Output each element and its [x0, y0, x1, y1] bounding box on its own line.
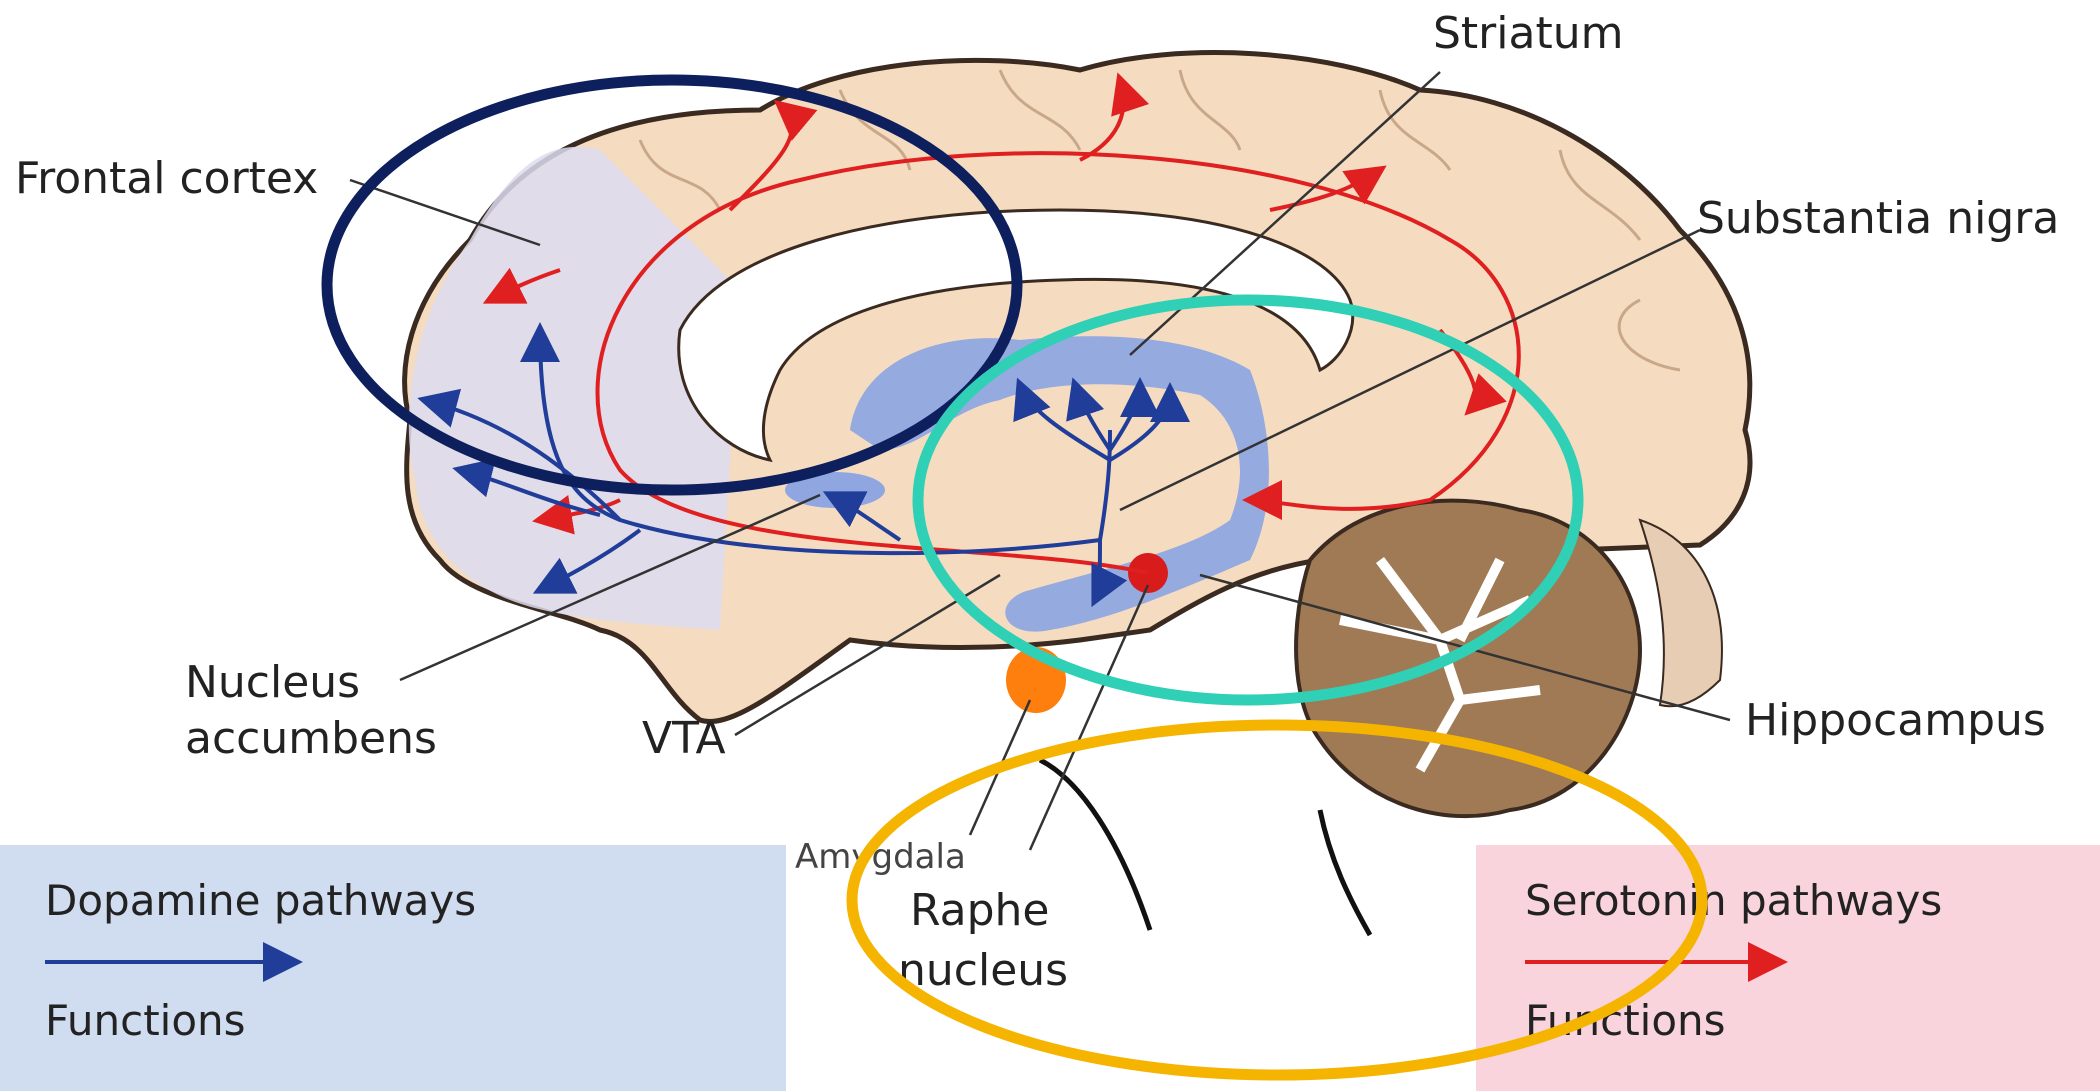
dopamine-legend: Dopamine pathways Functions — [0, 845, 786, 1091]
brain — [405, 53, 1750, 935]
label-vta: VTA — [642, 713, 726, 764]
label-nucleus-line2: accumbens — [185, 713, 437, 764]
dopamine-legend-title: Dopamine pathways — [45, 876, 476, 925]
serotonin-legend-title: Serotonin pathways — [1525, 876, 1942, 925]
label-raphe-line2: nucleus — [898, 945, 1068, 996]
label-nucleus-line1: Nucleus — [185, 657, 360, 708]
brainstem — [1040, 760, 1370, 935]
serotonin-legend: Serotonin pathways Functions — [1476, 845, 2100, 1091]
cerebellum — [1296, 501, 1640, 817]
label-raphe-line1: Raphe — [910, 885, 1049, 936]
label-frontal-cortex: Frontal cortex — [15, 153, 318, 204]
pons — [1640, 520, 1722, 706]
label-substantia-nigra: Substantia nigra — [1697, 193, 2059, 244]
label-hippocampus: Hippocampus — [1745, 695, 2046, 746]
dopamine-legend-functions: Functions — [45, 996, 246, 1045]
label-striatum: Striatum — [1433, 8, 1623, 59]
